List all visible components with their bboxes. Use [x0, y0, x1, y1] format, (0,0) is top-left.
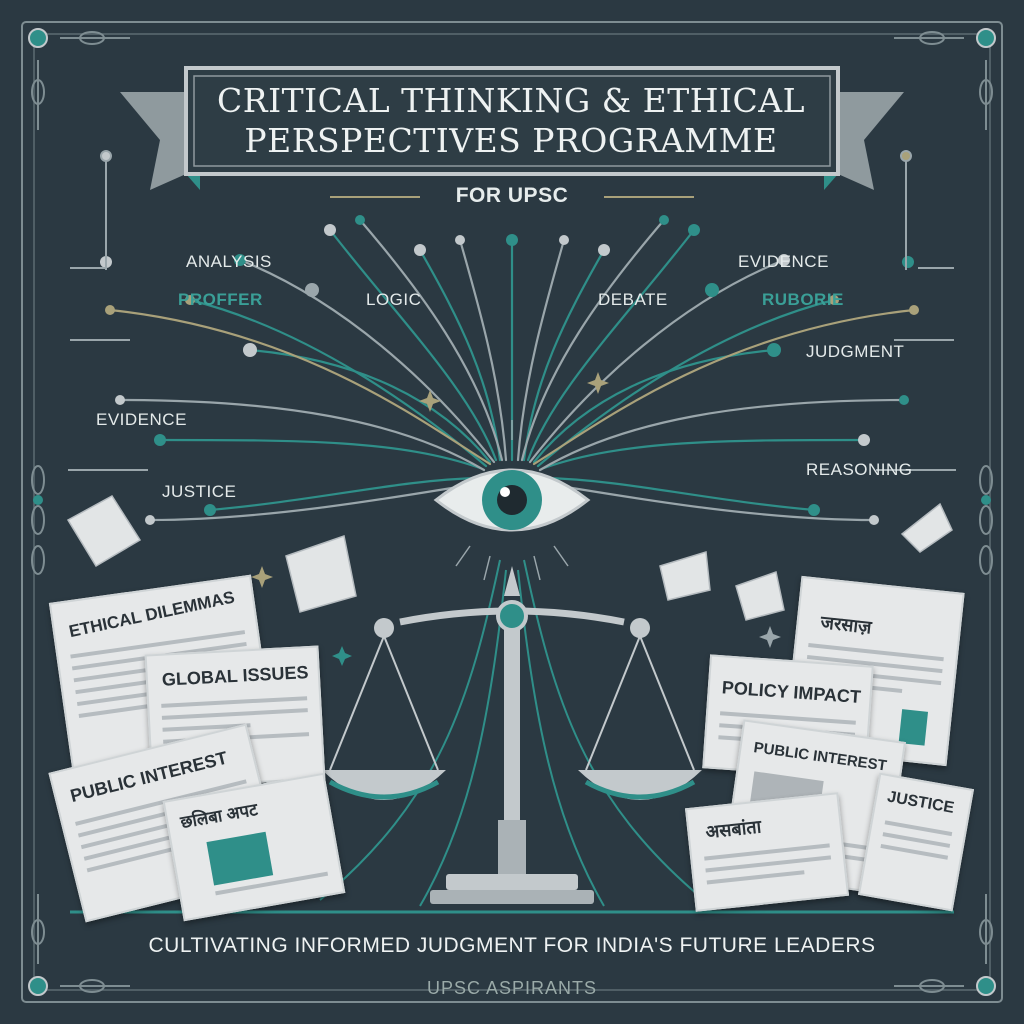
keyword-logic: LOGIC	[366, 290, 422, 309]
footer-label: UPSC ASPIRANTS	[426, 978, 598, 998]
keyword-debate: DEBATE	[598, 290, 668, 309]
title-line-2: PERSPECTIVES PROGRAMME	[244, 121, 778, 160]
headline-justice: JUSTICE	[885, 788, 956, 817]
scales-of-justice-icon	[319, 559, 705, 907]
subtitle: FOR UPSC	[455, 184, 569, 207]
headline-hindi-bottom: असबांता	[704, 816, 763, 843]
newspaper-hindi-bottom: असबांता	[684, 792, 850, 912]
keyword-judgment: JUDGMENT	[806, 342, 905, 361]
headline-hindi-left: छलिबा अपट	[179, 799, 260, 833]
side-circuits	[68, 150, 956, 471]
tagline: CULTIVATING INFORMED JUDGMENT FOR INDIA'…	[148, 934, 876, 957]
title-line-1: CRITICAL THINKING & ETHICAL	[216, 81, 806, 120]
keyword-evidence-right: EVIDENCE	[738, 252, 829, 271]
teal-block-right	[898, 709, 929, 746]
keyword-rubric: RUBORIE	[762, 290, 844, 309]
headline-hindi-top: जरसाज़	[819, 612, 873, 638]
branch-nodes	[100, 215, 919, 525]
title-banner: CRITICAL THINKING & ETHICAL PERSPECTIVES…	[186, 68, 836, 174]
eye-icon	[433, 420, 591, 581]
keyword-reasoning: REASONING	[806, 460, 913, 479]
keyword-evidence-left: EVIDENCE	[96, 410, 187, 429]
keyword-justice: JUSTICE	[162, 482, 237, 501]
headline-policy-impact: POLICY IMPACT	[721, 677, 862, 708]
keyword-proffer: PROFFER	[178, 290, 263, 309]
headline-public-interest-right: PUBLIC INTEREST	[752, 739, 888, 775]
flying-papers	[66, 495, 953, 621]
sparkle-icon	[251, 372, 781, 666]
headline-global-issues: GLOBAL ISSUES	[161, 662, 309, 690]
keyword-analysis: ANALYSIS	[186, 252, 272, 271]
teal-photo-block	[206, 831, 274, 886]
circuit-branches	[108, 218, 916, 522]
ornamental-frame	[21, 21, 1003, 1003]
title-ribbon	[120, 66, 904, 198]
